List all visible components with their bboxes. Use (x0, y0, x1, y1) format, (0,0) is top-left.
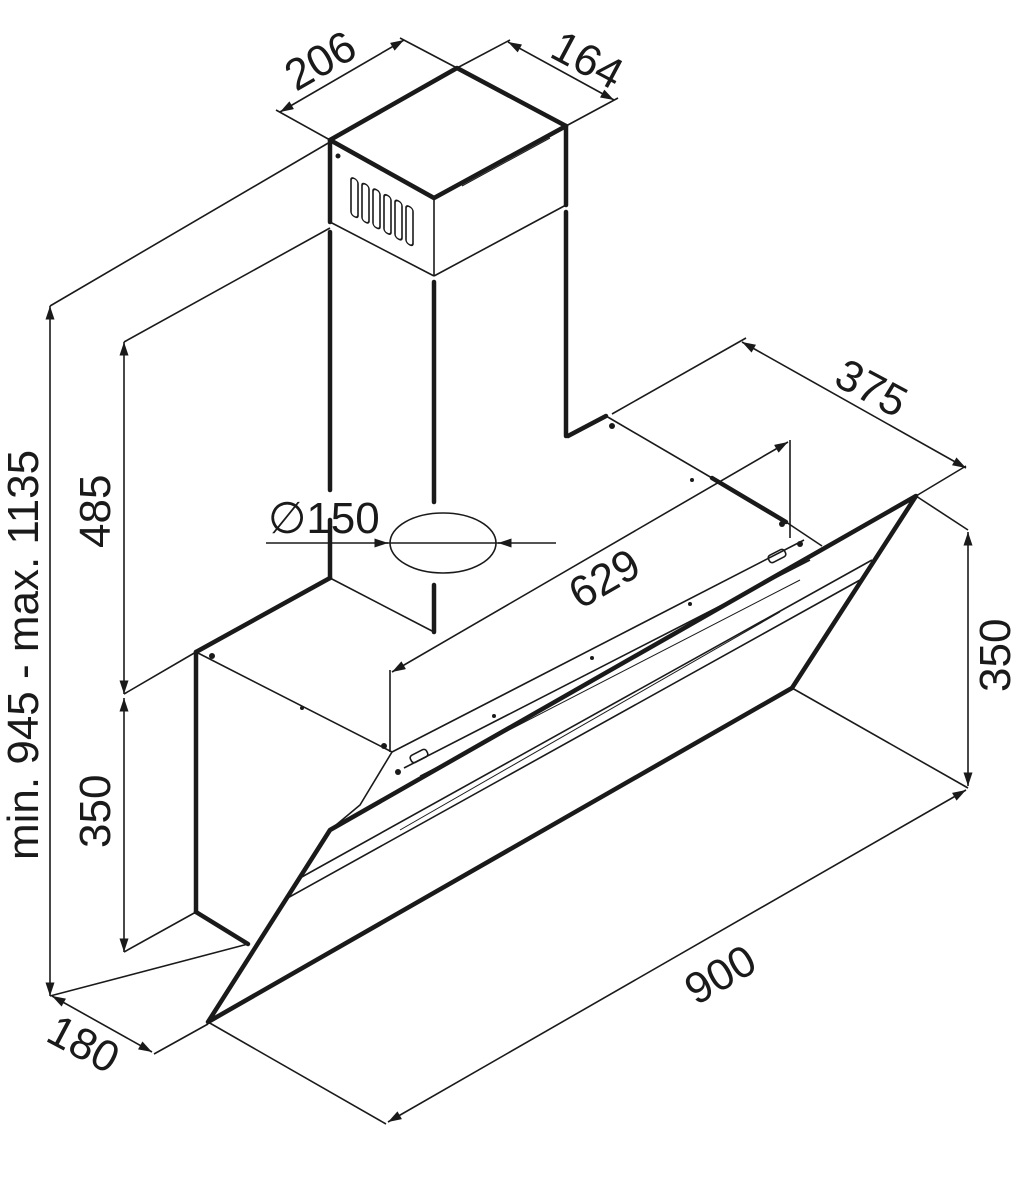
dimension-lines (45, 37, 973, 1125)
label-duct-diameter: ∅150 (268, 494, 380, 543)
label-chimney-height: 485 (71, 475, 120, 548)
label-total-width: 900 (677, 936, 765, 1015)
label-chimney-depth: 164 (543, 22, 631, 100)
label-total-height: min. 945 - max. 1135 (0, 450, 48, 860)
chimney-top (327, 65, 569, 201)
chimney (327, 65, 569, 635)
label-body-height-left: 350 (71, 775, 120, 848)
label-hood-depth: 375 (827, 350, 915, 428)
label-chimney-width: 206 (277, 22, 365, 101)
label-body-height-right: 350 (971, 619, 1018, 692)
label-inner-width: 629 (561, 540, 649, 619)
vent-slots (350, 177, 414, 247)
label-wall-depth: 180 (39, 1006, 127, 1084)
